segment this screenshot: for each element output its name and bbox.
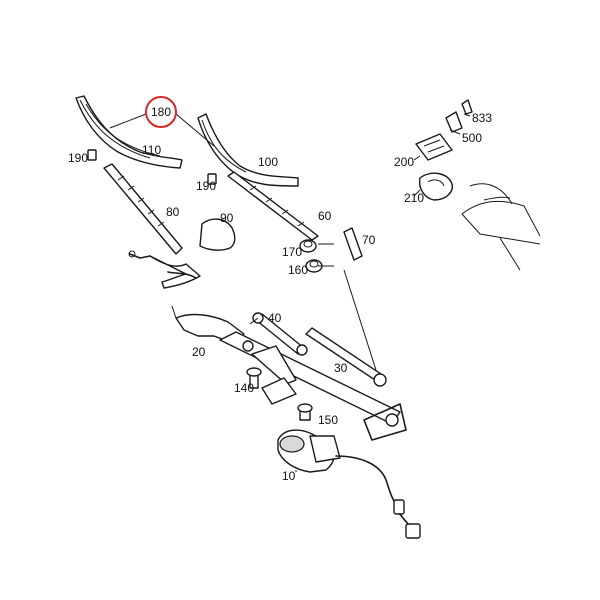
bolt-140[interactable] bbox=[246, 367, 262, 389]
label-10: 10 bbox=[282, 469, 296, 483]
sensor-cover[interactable] bbox=[418, 172, 453, 201]
connector-500[interactable] bbox=[445, 111, 463, 133]
label-70: 70 bbox=[362, 233, 376, 247]
cover-cap[interactable] bbox=[199, 218, 236, 251]
label-190-left: 190 bbox=[68, 151, 88, 165]
clip-833[interactable] bbox=[461, 99, 473, 115]
bolt-150[interactable] bbox=[297, 403, 313, 421]
label-190-right: 190 bbox=[196, 179, 216, 193]
wiper-blade-left[interactable] bbox=[75, 95, 183, 169]
linkage-rod-30[interactable] bbox=[305, 327, 387, 387]
label-210: 210 bbox=[404, 191, 424, 205]
wiper-arm-right[interactable] bbox=[227, 171, 319, 241]
wiper-linkage-frame[interactable] bbox=[171, 305, 407, 441]
clip-190-right[interactable] bbox=[207, 173, 217, 185]
nut-170[interactable] bbox=[299, 239, 317, 253]
cap-70[interactable] bbox=[343, 227, 363, 261]
label-20: 20 bbox=[192, 345, 206, 359]
rain-sensor-module[interactable] bbox=[415, 133, 453, 161]
label-80: 80 bbox=[166, 205, 180, 219]
wiper-blade-right[interactable] bbox=[197, 113, 299, 187]
highlight-callout-180[interactable]: 180 bbox=[145, 96, 177, 128]
label-140: 140 bbox=[234, 381, 254, 395]
wiper-motor[interactable] bbox=[277, 429, 421, 539]
label-40: 40 bbox=[268, 311, 282, 325]
wiper-arm-left[interactable] bbox=[103, 163, 201, 289]
label-60: 60 bbox=[318, 209, 332, 223]
label-833: 833 bbox=[472, 111, 492, 125]
label-90: 90 bbox=[220, 211, 234, 225]
linkage-rod-40[interactable] bbox=[252, 312, 308, 356]
label-200: 200 bbox=[394, 155, 414, 169]
clip-190-left[interactable] bbox=[87, 149, 97, 161]
windshield-outline bbox=[461, 183, 541, 271]
label-160: 160 bbox=[288, 263, 308, 277]
highlight-label: 180 bbox=[151, 105, 171, 119]
label-170: 170 bbox=[282, 245, 302, 259]
label-500: 500 bbox=[462, 131, 482, 145]
label-30: 30 bbox=[334, 361, 348, 375]
leader-lines bbox=[109, 113, 471, 472]
label-100: 100 bbox=[258, 155, 278, 169]
label-150: 150 bbox=[318, 413, 338, 427]
label-110: 110 bbox=[142, 143, 161, 157]
